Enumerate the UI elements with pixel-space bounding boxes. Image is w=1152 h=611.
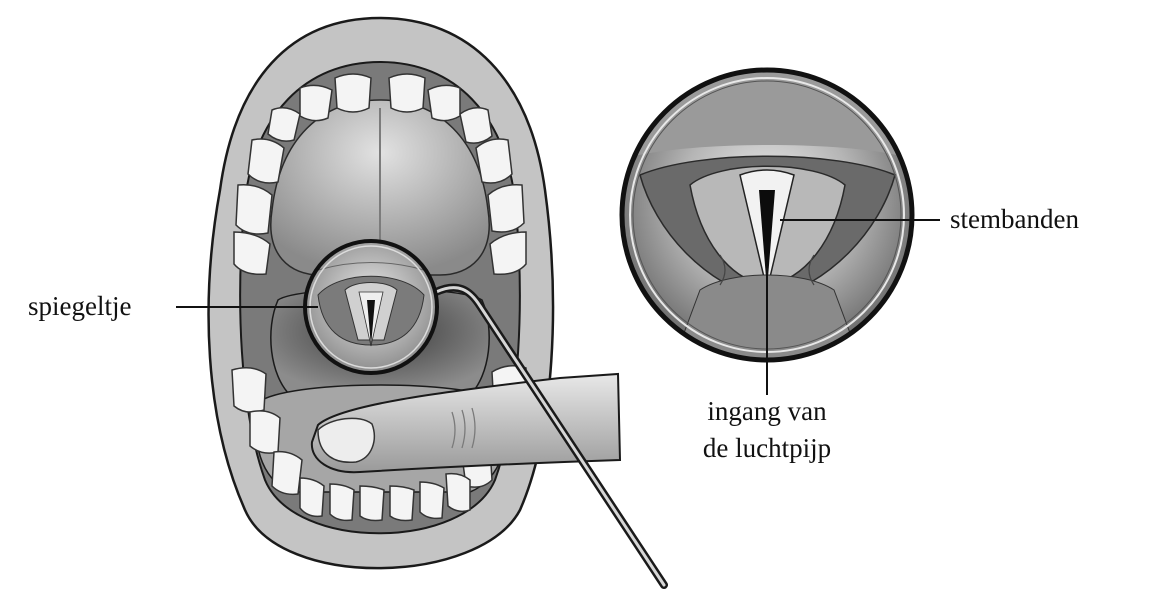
fingernail [317, 417, 376, 464]
label-trachea-line1: ingang van [707, 396, 827, 426]
dental-mirror [303, 239, 668, 589]
mirror-reflection [317, 262, 425, 347]
label-vocal-cords: stembanden [950, 204, 1079, 234]
finger-creases [451, 407, 476, 449]
open-mouth [207, 16, 622, 570]
label-trachea-line2: de luchtpijp [703, 433, 831, 463]
label-mirror: spiegeltje [28, 291, 131, 321]
upper-teeth [233, 73, 527, 276]
trachea-opening [759, 190, 775, 290]
